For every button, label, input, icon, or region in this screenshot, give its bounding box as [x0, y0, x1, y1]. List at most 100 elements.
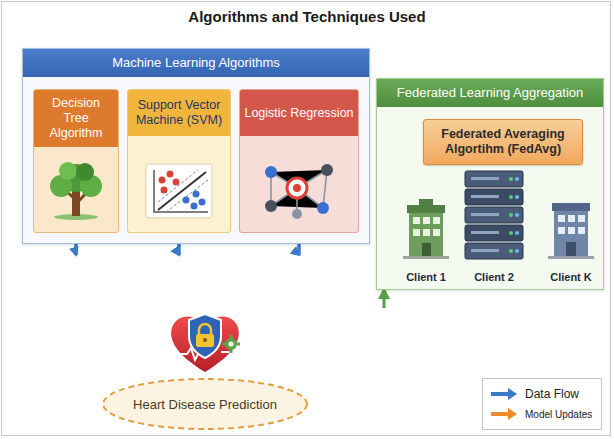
legend-arrow-head	[508, 388, 517, 400]
panel-title: Federated Learning Aggregation	[383, 85, 597, 101]
graphic-detail	[422, 243, 431, 257]
legend-arrow-sample	[489, 407, 519, 421]
algorithm-card: Logistic Regression	[239, 89, 359, 233]
server-slot	[471, 177, 499, 180]
client-label: Client K	[537, 271, 605, 283]
connector	[384, 290, 385, 308]
graphic-detail	[189, 314, 221, 358]
algorithm-card: Decision Tree Algorithm	[33, 89, 119, 233]
heart-illustration	[100, 310, 310, 380]
server-light	[515, 177, 519, 181]
panel-header: Federated Learning Aggregation	[377, 79, 603, 107]
card-header: Support Vector Machine (SVM)	[128, 90, 230, 136]
client-node: Client K	[543, 197, 599, 285]
server-light	[515, 249, 519, 253]
graphic-detail	[199, 324, 211, 334]
card-title: Support Vector Machine (SVM)	[132, 98, 226, 128]
card-title: Logistic Regression	[244, 106, 353, 121]
heart-shield-icon	[163, 310, 247, 376]
panel-title: Machine Learning Algorithms	[29, 55, 363, 71]
graphic-detail	[413, 217, 420, 224]
server-light	[515, 213, 519, 217]
group-panel: Machine Learning AlgorithmsDecision Tree…	[22, 48, 370, 244]
prediction-label: Heart Disease Prediction	[116, 376, 294, 432]
svm-plot-icon	[142, 160, 216, 222]
graphic-detail	[265, 166, 277, 178]
graphic-detail	[433, 217, 440, 224]
legend-arrow-sample	[489, 387, 519, 401]
graphic-detail	[554, 209, 588, 257]
graphic-detail	[171, 316, 239, 372]
legend-row: Data Flow	[489, 384, 595, 404]
card-header: Decision Tree Algorithm	[34, 90, 118, 147]
server-stack-icon	[459, 167, 529, 263]
client-illustration	[459, 167, 529, 267]
card-illustration	[34, 158, 118, 226]
server-light	[509, 213, 513, 217]
graphic-detail	[193, 191, 200, 198]
graphic-detail	[159, 177, 166, 184]
server-slot	[471, 231, 499, 234]
server-light	[509, 249, 513, 253]
graphic-detail	[403, 256, 449, 259]
legend-row: Model Updates	[489, 404, 595, 424]
legend-label: Model Updates	[525, 409, 592, 420]
diagram-title: Algorithms and Techniques Used	[0, 8, 614, 25]
graphic-detail	[566, 242, 576, 257]
graphic-detail	[568, 215, 575, 222]
panel-header: Machine Learning Algorithms	[23, 49, 369, 77]
graphic-detail	[222, 335, 240, 353]
client-node: Client 1	[397, 197, 455, 285]
graphic-detail	[293, 184, 301, 192]
graphic-detail	[287, 178, 307, 198]
graphic-detail	[423, 229, 430, 236]
group-panel: Federated Learning AggregationFederated …	[376, 78, 604, 290]
graphic-detail	[321, 164, 333, 176]
graphic-detail	[423, 217, 430, 224]
graphic-detail	[558, 215, 565, 222]
legend-box: Data FlowModel Updates	[482, 378, 602, 430]
client-illustration	[397, 197, 455, 263]
graphic-detail	[413, 217, 440, 236]
graphic-detail	[167, 171, 174, 178]
server-unit	[465, 225, 523, 241]
graphic-detail	[146, 164, 212, 218]
graphic-detail	[199, 199, 206, 206]
graphic-detail	[552, 203, 590, 211]
card-illustration	[128, 160, 230, 226]
graphic-detail	[196, 334, 214, 347]
client-label: Client 2	[453, 271, 535, 283]
server-unit	[465, 189, 523, 205]
graphic-detail	[229, 342, 234, 347]
graphic-detail	[578, 215, 585, 222]
graphic-detail	[158, 172, 206, 210]
building-icon	[548, 197, 594, 259]
server-slot	[471, 213, 499, 216]
graphic-detail	[59, 162, 77, 180]
algorithm-card: Support Vector Machine (SVM)	[127, 89, 231, 233]
server-unit	[465, 171, 523, 187]
server-light	[515, 231, 519, 235]
client-label: Client 1	[391, 271, 461, 283]
server-unit	[465, 207, 523, 223]
card-header: Logistic Regression	[240, 90, 358, 136]
graphic-detail	[548, 256, 594, 259]
card-title: Decision Tree Algorithm	[38, 96, 114, 141]
graphic-detail	[158, 170, 208, 212]
graphic-detail	[161, 187, 168, 194]
process-box: Federated Averaging Algortihm (FedAvg)	[423, 119, 583, 165]
client-illustration	[543, 197, 599, 263]
graphic-detail	[413, 229, 420, 236]
legend-arrow-head	[508, 408, 517, 420]
graphic-detail	[558, 215, 585, 234]
graphic-detail	[433, 229, 440, 236]
graphic-detail	[409, 211, 443, 257]
tree-icon	[41, 158, 111, 222]
graphic-detail	[154, 170, 208, 212]
legend-arrow-line	[491, 412, 509, 416]
card-illustration	[240, 158, 358, 226]
building-icon	[403, 197, 449, 259]
graphic-detail	[292, 209, 302, 219]
graphic-detail	[578, 227, 585, 234]
